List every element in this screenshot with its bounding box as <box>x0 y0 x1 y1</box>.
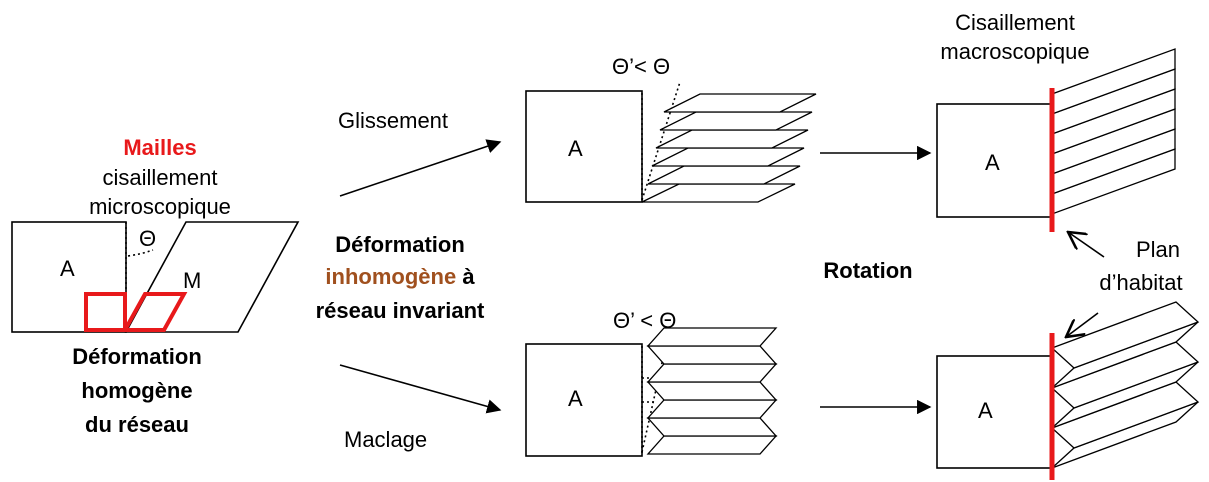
austenite-a-label: A <box>60 256 75 281</box>
rotation-label: Rotation <box>823 258 912 283</box>
macro-shear-label-2: macroscopique <box>940 39 1089 64</box>
slip-plate <box>651 147 805 167</box>
macro-slip-group: Cisaillement macroscopique A <box>936 10 1176 232</box>
inhomogeneous-label-3: réseau invariant <box>316 298 485 323</box>
center-group: Déformation inhomogène à réseau invarian… <box>316 108 502 452</box>
mailles-label: Mailles <box>123 135 196 160</box>
inhomogeneous-label-1: Déformation <box>335 232 465 257</box>
habit-arrow-bottom <box>1066 312 1099 337</box>
macro-twin-austenite-box <box>936 355 1053 469</box>
cisaillement-micro-label-2: microscopique <box>89 194 231 219</box>
slip-group: A Θ’< Θ <box>525 54 817 203</box>
habit-plane-label-2: d’habitat <box>1099 270 1182 295</box>
martensite-cell <box>121 292 188 332</box>
twin-plate <box>646 417 778 437</box>
twin-plate <box>646 435 778 455</box>
homogeneous-label-2: homogène <box>81 378 192 403</box>
glissement-label: Glissement <box>338 108 448 133</box>
twin-plate <box>646 327 778 347</box>
twin-plates <box>646 327 778 455</box>
macro-shear-label-1: Cisaillement <box>955 10 1075 35</box>
habit-plane-annotation: Plan d’habitat <box>1066 232 1183 337</box>
martensite-m-label: M <box>183 268 201 293</box>
slip-a-label: A <box>568 136 583 161</box>
macro-twin-group: A <box>936 301 1200 480</box>
macro-twin-plates <box>1050 301 1200 469</box>
inhomogene-word: inhomogène <box>325 264 456 289</box>
twin-plate <box>646 399 778 419</box>
maclage-label: Maclage <box>344 427 427 452</box>
twin-group: A Θ’ < Θ <box>525 308 778 457</box>
slip-plate <box>641 183 796 203</box>
left-group: Mailles cisaillement microscopique Θ A M… <box>11 135 300 437</box>
austenite-cell <box>84 292 127 332</box>
twin-plate <box>646 381 778 401</box>
homogeneous-label-1: Déformation <box>72 344 202 369</box>
martensite-parallelogram <box>124 221 300 333</box>
habit-plane-label-1: Plan <box>1136 237 1180 262</box>
habit-arrow-top <box>1068 232 1105 258</box>
macro-twin-a-label: A <box>978 398 993 423</box>
macro-slip-plates <box>1051 48 1176 215</box>
slip-plate <box>655 129 809 149</box>
arrow-to-maclage <box>339 364 502 414</box>
inhomogeneous-label-2: inhomogène à <box>325 264 475 289</box>
twin-plate <box>646 363 778 383</box>
slip-austenite-box <box>525 90 643 203</box>
twin-austenite-box <box>525 343 643 457</box>
cisaillement-micro-label-1: cisaillement <box>103 165 218 190</box>
macro-twin-plate <box>1050 301 1200 369</box>
twin-plate <box>646 345 778 365</box>
slip-plate <box>663 93 817 113</box>
a-word: à <box>456 264 475 289</box>
slip-angle-line <box>641 81 681 201</box>
theta-symbol: Θ <box>139 226 156 251</box>
homogeneous-label-3: du réseau <box>85 412 189 437</box>
arrow-to-glissement <box>339 139 502 197</box>
slip-angle-label: Θ’< Θ <box>612 54 670 79</box>
slip-plates <box>641 93 817 203</box>
macro-slip-a-label: A <box>985 150 1000 175</box>
slip-plate <box>659 111 813 131</box>
twin-a-label: A <box>568 386 583 411</box>
slip-plate <box>647 165 801 185</box>
